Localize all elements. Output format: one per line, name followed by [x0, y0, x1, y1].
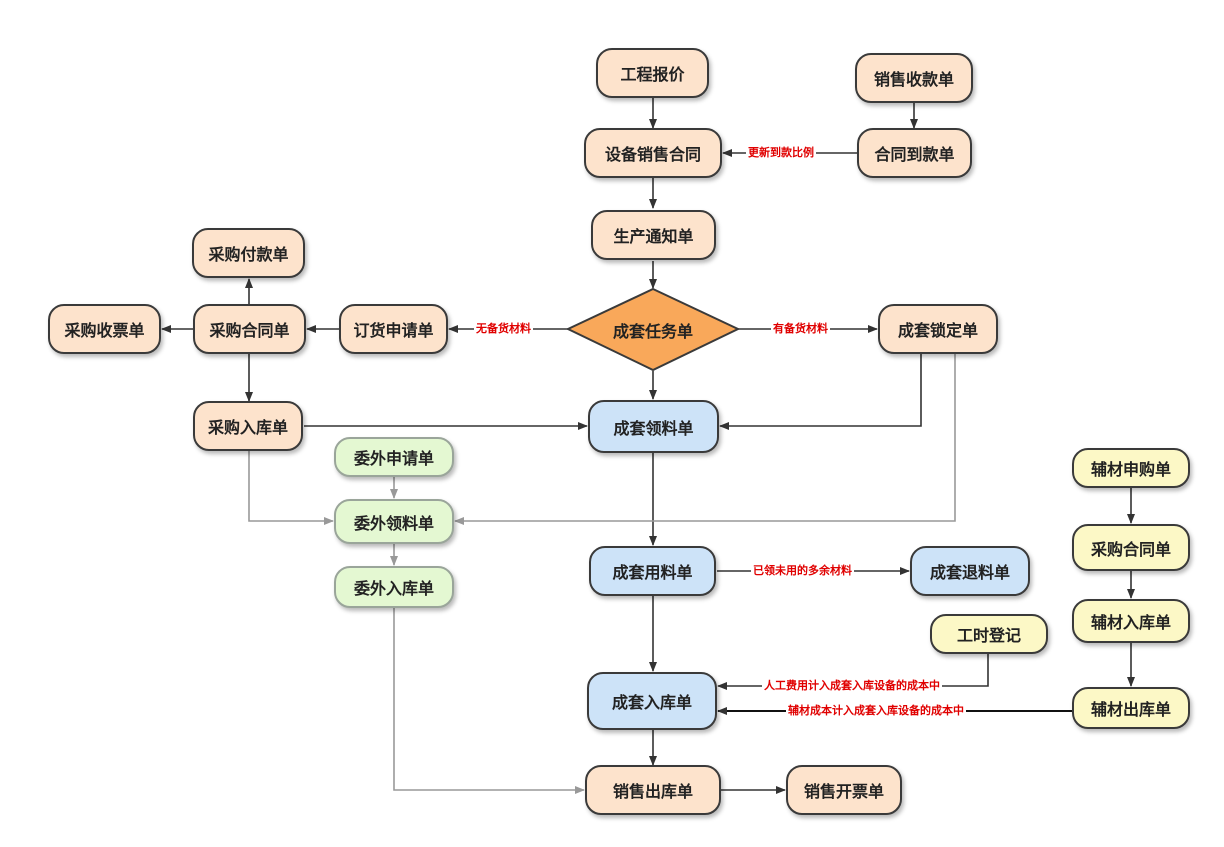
aux-purchase-request-node[interactable]: 辅材申购单 — [1072, 448, 1190, 488]
aux-purchase-contract-node[interactable]: 采购合同单 — [1072, 524, 1190, 571]
project-quote-node[interactable]: 工程报价 — [596, 48, 709, 98]
kit-lock-node[interactable]: 成套锁定单 — [878, 304, 998, 354]
sales-receipt-node[interactable]: 销售收款单 — [855, 53, 973, 103]
edge-outsource-inbound-to-sales-outbound — [393, 608, 585, 794]
has-stock-material-label: 有备货材料 — [771, 322, 830, 336]
edge-lock-to-requisition — [719, 354, 922, 430]
purchase-payment-node[interactable]: 采购付款单 — [192, 228, 305, 278]
order-request-node[interactable]: 订货申请单 — [339, 304, 448, 354]
equipment-sales-contract-node[interactable]: 设备销售合同 — [584, 128, 722, 178]
kit-material-usage-node[interactable]: 成套用料单 — [589, 546, 716, 596]
outsource-request-node[interactable]: 委外申请单 — [334, 437, 454, 477]
aux-cost-label: 辅材成本计入成套入库设备的成本中 — [786, 704, 966, 718]
sales-outbound-node[interactable]: 销售出库单 — [585, 765, 721, 815]
purchase-invoice-node[interactable]: 采购收票单 — [48, 304, 161, 354]
kit-task-node[interactable]: 成套任务单 — [612, 321, 693, 341]
purchase-inbound-node[interactable]: 采购入库单 — [193, 401, 303, 451]
labor-registration-node[interactable]: 工时登记 — [930, 614, 1048, 654]
sales-invoice-node[interactable]: 销售开票单 — [786, 765, 902, 815]
kit-task-diamond — [565, 287, 741, 372]
purchase-contract-node[interactable]: 采购合同单 — [193, 304, 306, 354]
edge-lock-to-outsource — [454, 354, 956, 525]
outsource-inbound-node[interactable]: 委外入库单 — [334, 566, 454, 608]
kit-inbound-node[interactable]: 成套入库单 — [587, 672, 717, 730]
kit-material-return-node[interactable]: 成套退料单 — [910, 546, 1030, 596]
contract-payment-node[interactable]: 合同到款单 — [857, 128, 972, 178]
no-stock-material-label: 无备货材料 — [474, 322, 533, 336]
aux-outbound-node[interactable]: 辅材出库单 — [1072, 687, 1190, 729]
aux-inbound-node[interactable]: 辅材入库单 — [1072, 599, 1190, 643]
kit-material-requisition-node[interactable]: 成套领料单 — [588, 400, 719, 453]
surplus-material-label: 已领未用的多余材料 — [751, 564, 854, 578]
production-notice-node[interactable]: 生产通知单 — [591, 210, 716, 260]
labor-cost-label: 人工费用计入成套入库设备的成本中 — [762, 679, 942, 693]
outsource-requisition-node[interactable]: 委外领料单 — [334, 499, 454, 544]
edge-purchase-inbound-to-outsource — [248, 451, 334, 525]
update-payment-ratio-label: 更新到款比例 — [746, 146, 816, 160]
